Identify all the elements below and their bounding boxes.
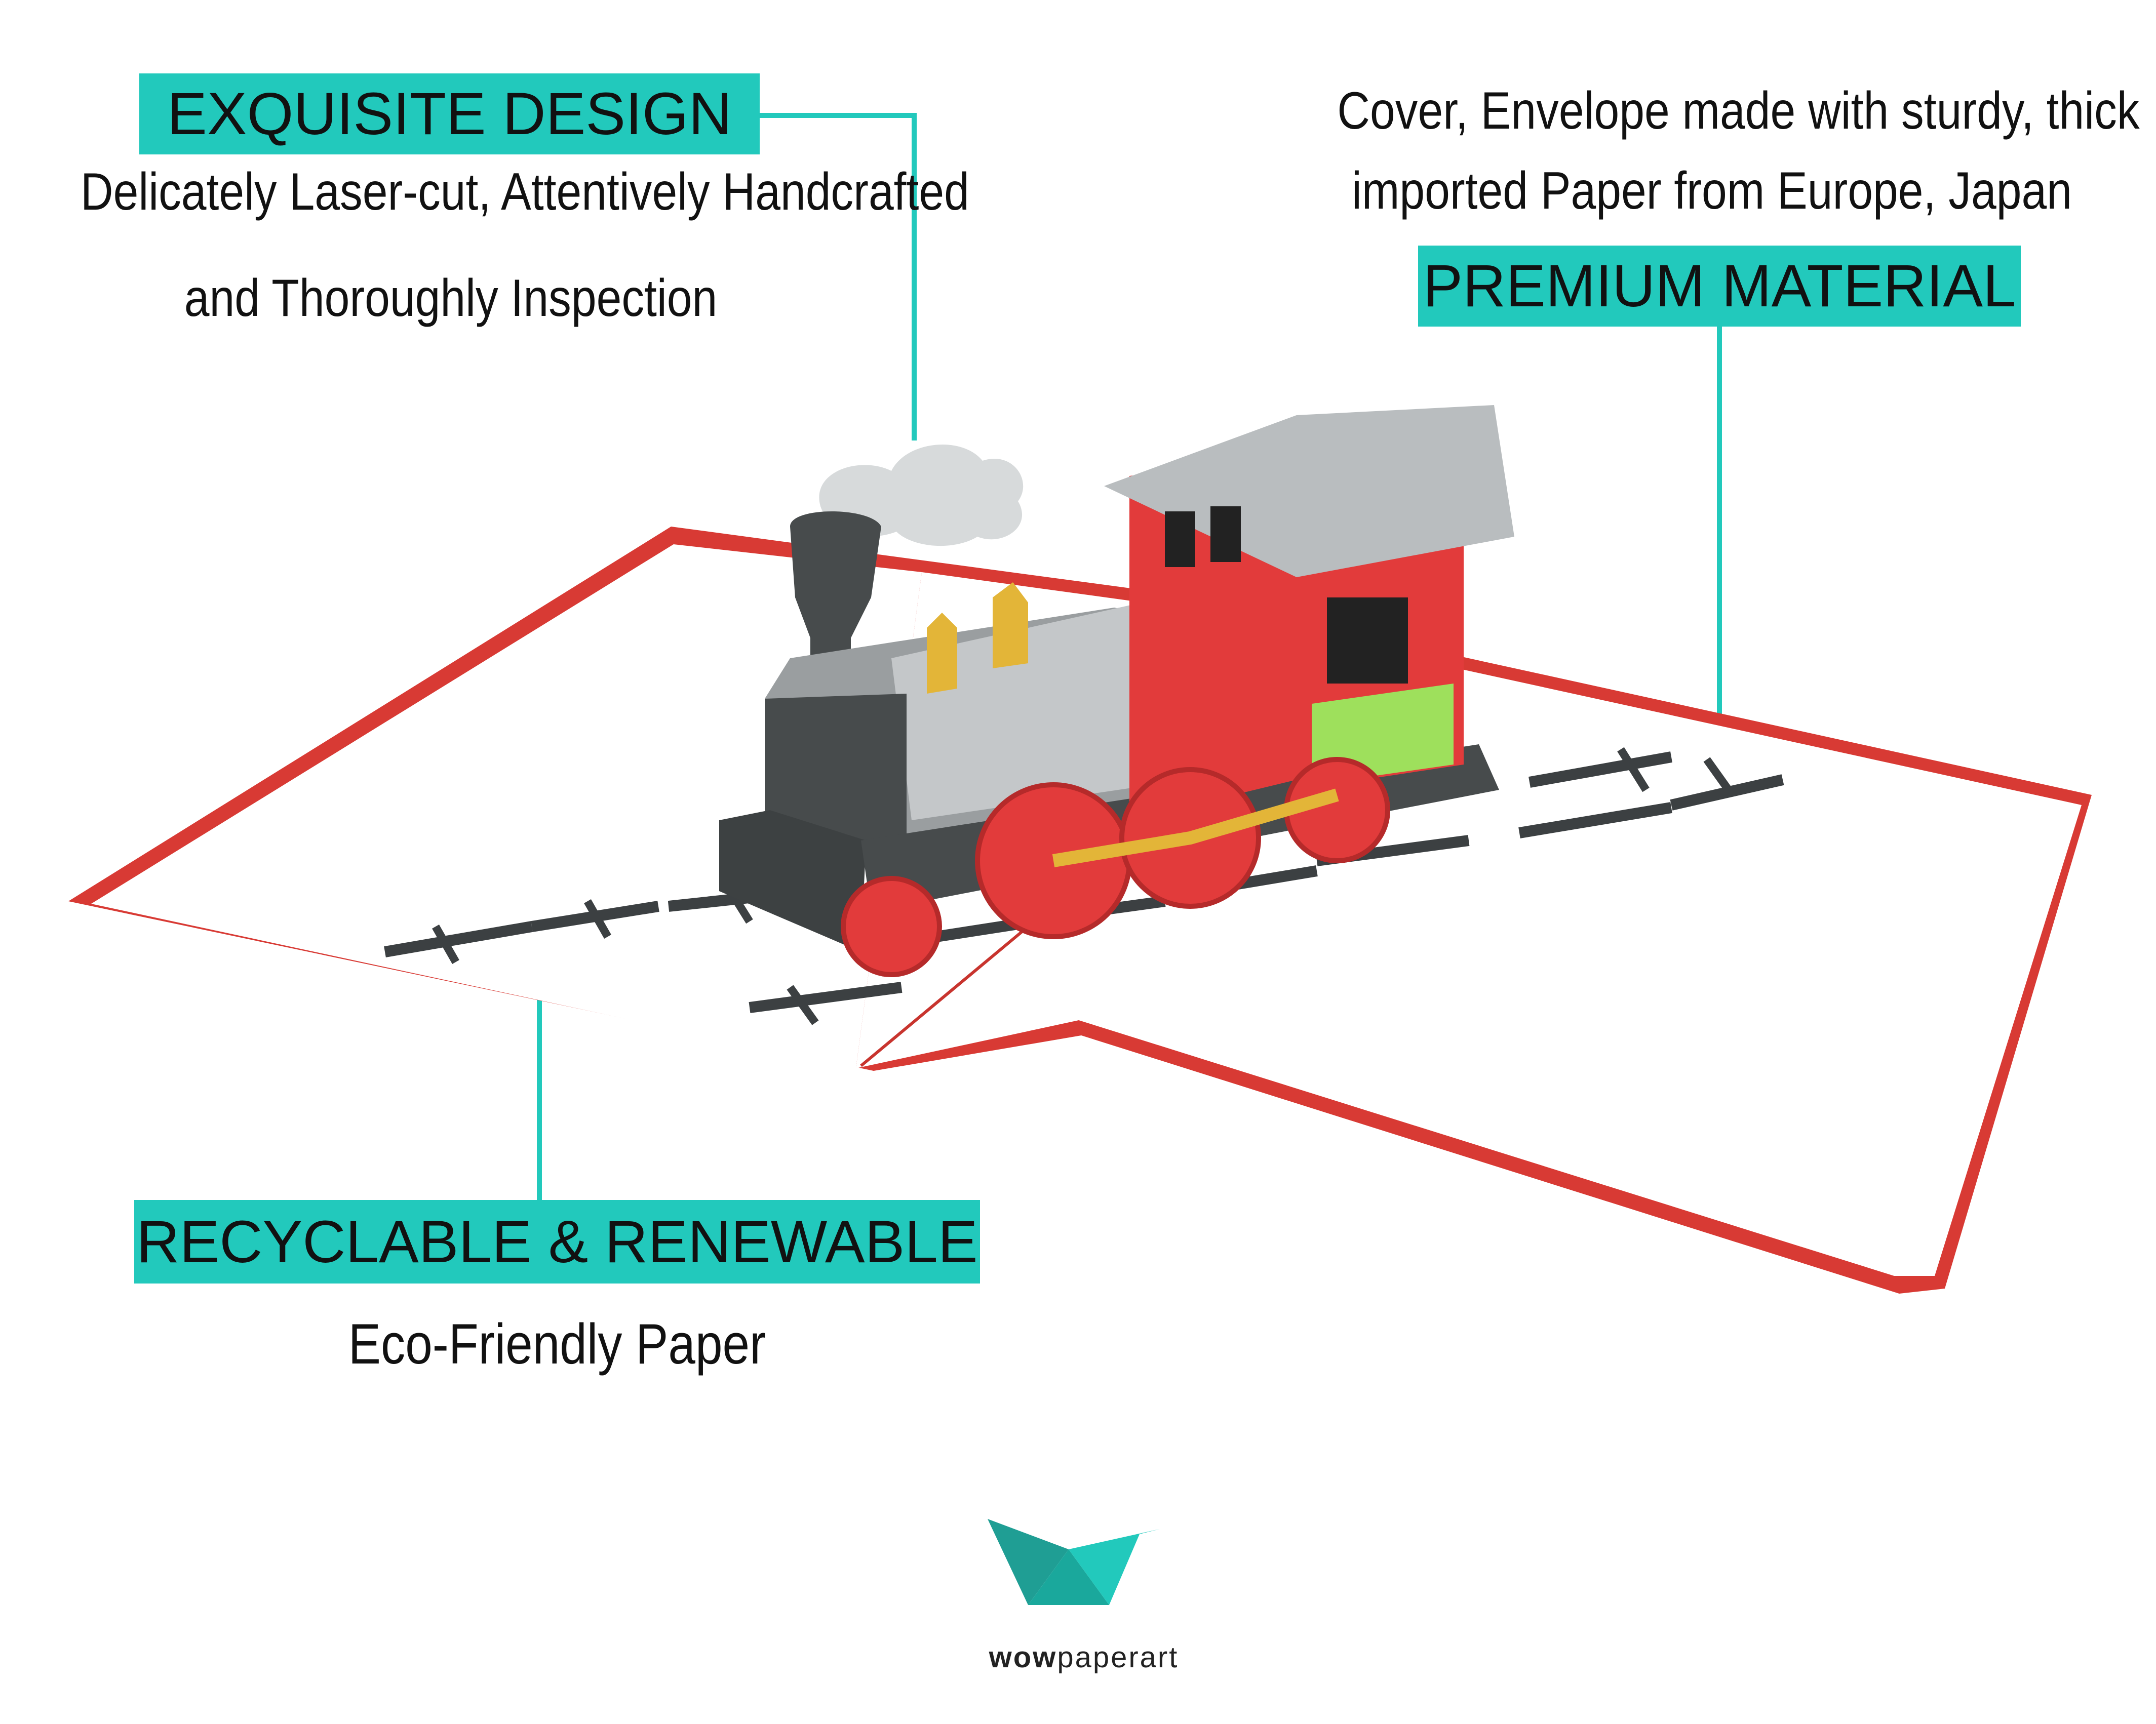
callout-connector-lines — [537, 113, 1722, 1200]
train-dome-2 — [993, 582, 1028, 668]
train-roof — [1104, 405, 1514, 577]
train-model — [719, 405, 1514, 977]
cab-window-1 — [1165, 511, 1195, 567]
train-dome-1 — [927, 613, 957, 694]
train-cowcatcher — [719, 810, 866, 952]
premium-material-caption-line2: imported Paper from Europe, Japan — [1352, 162, 2072, 220]
connector-exquisite — [760, 113, 917, 440]
wheel-small — [841, 876, 942, 977]
train-front — [765, 694, 907, 861]
brand-wordmark: wowpaperart — [962, 1640, 1205, 1674]
crane-logo-icon — [988, 1519, 1160, 1605]
exquisite-design-badge: EXQUISITE DESIGN — [139, 73, 760, 154]
exquisite-design-caption-line1: Delicately Laser-cut, Attentively Handcr… — [81, 163, 969, 221]
cab-window-3 — [1327, 597, 1408, 684]
train-connecting-rod — [1052, 788, 1339, 867]
exquisite-design-caption-line2: and Thoroughly Inspection — [184, 269, 718, 328]
card-page-left — [91, 544, 922, 1068]
premium-material-caption-line1: Cover, Envelope made with sturdy, thick — [1337, 82, 2140, 140]
brand-wordmark-strong: wow — [989, 1641, 1057, 1674]
recyclable-badge: RECYCLABLE & RENEWABLE — [134, 1200, 980, 1284]
brand-wordmark-rest: paperart — [1057, 1641, 1179, 1674]
recyclable-caption: Eco-Friendly Paper — [348, 1312, 766, 1376]
card-fold — [860, 925, 1029, 1067]
premium-material-badge: PREMIUM MATERIAL — [1418, 246, 2021, 327]
cab-window-2 — [1210, 506, 1241, 562]
